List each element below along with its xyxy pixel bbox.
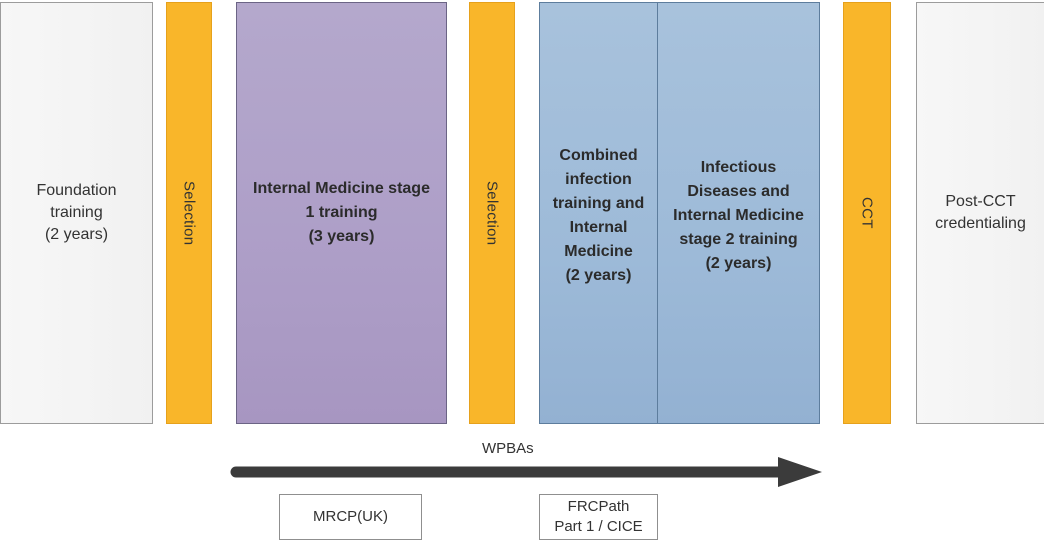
selection-label-1: Selection [180, 180, 198, 246]
combined-infection-label: Combined infection training and Internal… [552, 147, 645, 284]
selection-label-2: Selection [483, 180, 501, 246]
selection-bar-1: Selection [166, 2, 212, 424]
selection-bar-2: Selection [469, 2, 515, 424]
wpbas-arrow-head [778, 457, 822, 487]
post-cct-label: Post-CCT credentialing [935, 193, 1026, 232]
post-cct-box: Post-CCT credentialing [916, 2, 1044, 424]
mrcp-box: MRCP(UK) [279, 494, 422, 540]
foundation-training-label: Foundation training (2 years) [36, 182, 117, 243]
id-im-stage2-label: Infectious Diseases and Internal Medicin… [673, 159, 804, 272]
id-im-stage2-box: Infectious Diseases and Internal Medicin… [657, 2, 820, 424]
cct-label: CCT [858, 197, 876, 229]
im-stage1-box: Internal Medicine stage 1 training (3 ye… [236, 2, 447, 424]
frcpath-label-line1: FRCPath [567, 498, 630, 515]
frcpath-box: FRCPath Part 1 / CICE [539, 494, 658, 540]
combined-infection-box: Combined infection training and Internal… [539, 2, 658, 424]
im-stage1-label: Internal Medicine stage 1 training (3 ye… [253, 180, 430, 245]
cct-bar: CCT [843, 2, 891, 424]
foundation-training-box: Foundation training (2 years) [0, 2, 153, 424]
wpbas-label: WPBAs [482, 440, 534, 457]
mrcp-label: MRCP(UK) [313, 508, 388, 525]
frcpath-label-line2: Part 1 / CICE [554, 518, 643, 535]
